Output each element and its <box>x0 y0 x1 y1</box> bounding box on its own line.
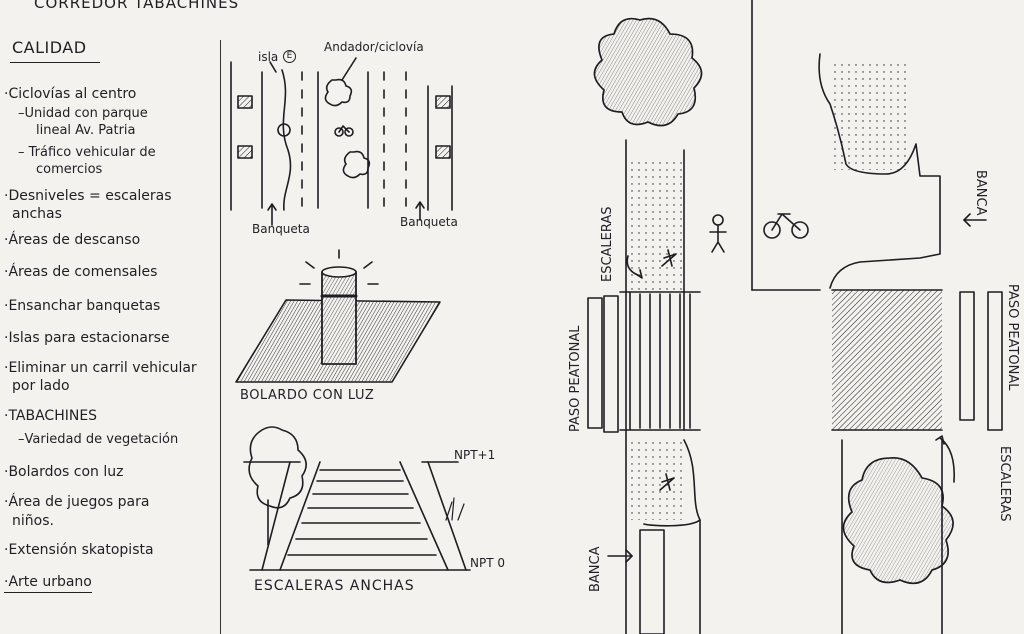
list-item: ·Desniveles = escaleras <box>4 188 172 204</box>
escaleras-left-label: ESCALERAS <box>600 206 615 282</box>
left-divider <box>220 40 221 634</box>
list-item: ·Eliminar un carril vehicular <box>4 360 197 376</box>
list-item: ·Islas para estacionarse <box>4 330 170 346</box>
street-section-sketch <box>230 57 453 226</box>
bolardo-label: BOLARDO CON LUZ <box>240 388 375 403</box>
list-item: ·Ciclovías al centro <box>4 86 137 102</box>
list-item: ·TABACHINES <box>4 408 98 424</box>
isla-label: isla <box>258 50 279 64</box>
list-item: niños. <box>12 513 54 529</box>
banca-left-label: BANCA <box>588 546 603 592</box>
list-item: ·Extensión skatopista <box>4 542 154 558</box>
list-item: ·Áreas de comensales <box>4 264 158 280</box>
escaleras-right-label: ESCALERAS <box>997 446 1012 522</box>
bollard-sketch <box>235 249 441 383</box>
list-subitem: –Variedad de vegetación <box>18 432 179 447</box>
paso-peatonal-right-label: PASO PEATONAL <box>1005 284 1020 391</box>
list-subitem: lineal Av. Patria <box>36 123 136 138</box>
list-item: anchas <box>12 206 62 222</box>
npt-top-label: NPT+1 <box>454 448 496 462</box>
list-item: por lado <box>12 378 70 394</box>
paso-peatonal-left-label: PASO PEATONAL <box>568 325 583 433</box>
escaleras-anchas-label: ESCALERAS ANCHAS <box>254 578 415 594</box>
andador-ciclovia-label: Andador/ciclovía <box>324 40 424 54</box>
npt-bottom-label: NPT 0 <box>470 556 505 570</box>
banqueta-left-label: Banqueta <box>252 222 310 236</box>
list-subitem: comercios <box>36 162 103 177</box>
list-item: ·Ensanchar banquetas <box>4 298 161 314</box>
section-title-underline <box>10 62 100 63</box>
list-item: ·Áreas de descanso <box>4 232 141 248</box>
isla-mark: E <box>283 50 296 63</box>
banca-right-label: BANCA <box>973 170 988 216</box>
banqueta-right-label: Banqueta <box>400 215 458 229</box>
plan-sketch <box>587 0 1003 634</box>
section-title: CALIDAD <box>12 38 87 57</box>
list-subitem: –Unidad con parque <box>18 106 148 121</box>
stairs-sketch <box>243 426 471 571</box>
list-subitem: – Tráfico vehicular de <box>18 145 156 160</box>
list-item: ·Arte urbano <box>4 574 92 593</box>
sheet-title: CORREDOR TABACHINES <box>34 0 240 12</box>
list-item: ·Área de juegos para <box>4 494 150 510</box>
list-item: ·Bolardos con luz <box>4 464 124 480</box>
